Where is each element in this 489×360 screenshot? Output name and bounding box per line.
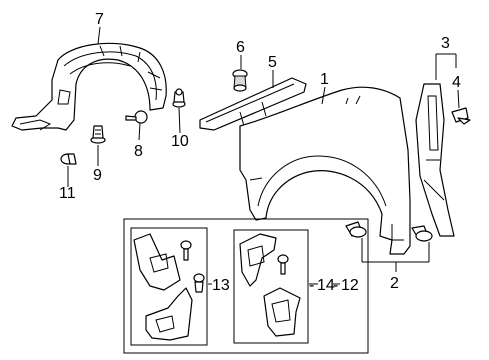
callout-7: 7 [95,11,104,28]
callout-14: 14 [317,277,335,294]
callout-12: 12 [341,277,359,294]
callout-2: 2 [390,275,399,292]
seal-clip [232,69,248,92]
liner-push-pin [172,88,186,108]
mud-guard-kit-frame [123,218,369,354]
fender-liner [11,42,167,131]
callout-13: 13 [212,277,230,294]
callout-3: 3 [441,35,450,52]
callout-6: 6 [236,39,245,56]
front-mud-guards [133,233,205,341]
leader-lines [67,26,460,285]
liner-screw [125,110,148,124]
callout-10: 10 [171,133,189,150]
callout-12-dash: - [333,277,338,294]
callout-8: 8 [134,143,143,160]
front-mud-guard-frame [130,227,208,346]
callout-11: 11 [59,185,76,202]
callout-5: 5 [268,54,277,71]
rear-mud-guards [239,233,301,337]
fender [239,86,411,255]
callout-14-dash: - [309,277,314,294]
callout-4: 4 [452,74,461,91]
rear-mud-guard-frame [233,229,309,344]
liner-retainer [60,153,77,165]
callout-9: 9 [93,167,102,184]
callout-1: 1 [320,71,329,88]
fender-bolts [345,221,433,242]
liner-clip [90,125,106,144]
fender-bracket [415,83,455,237]
bracket-bolt [451,107,471,125]
fender-seal-strip [199,77,307,131]
